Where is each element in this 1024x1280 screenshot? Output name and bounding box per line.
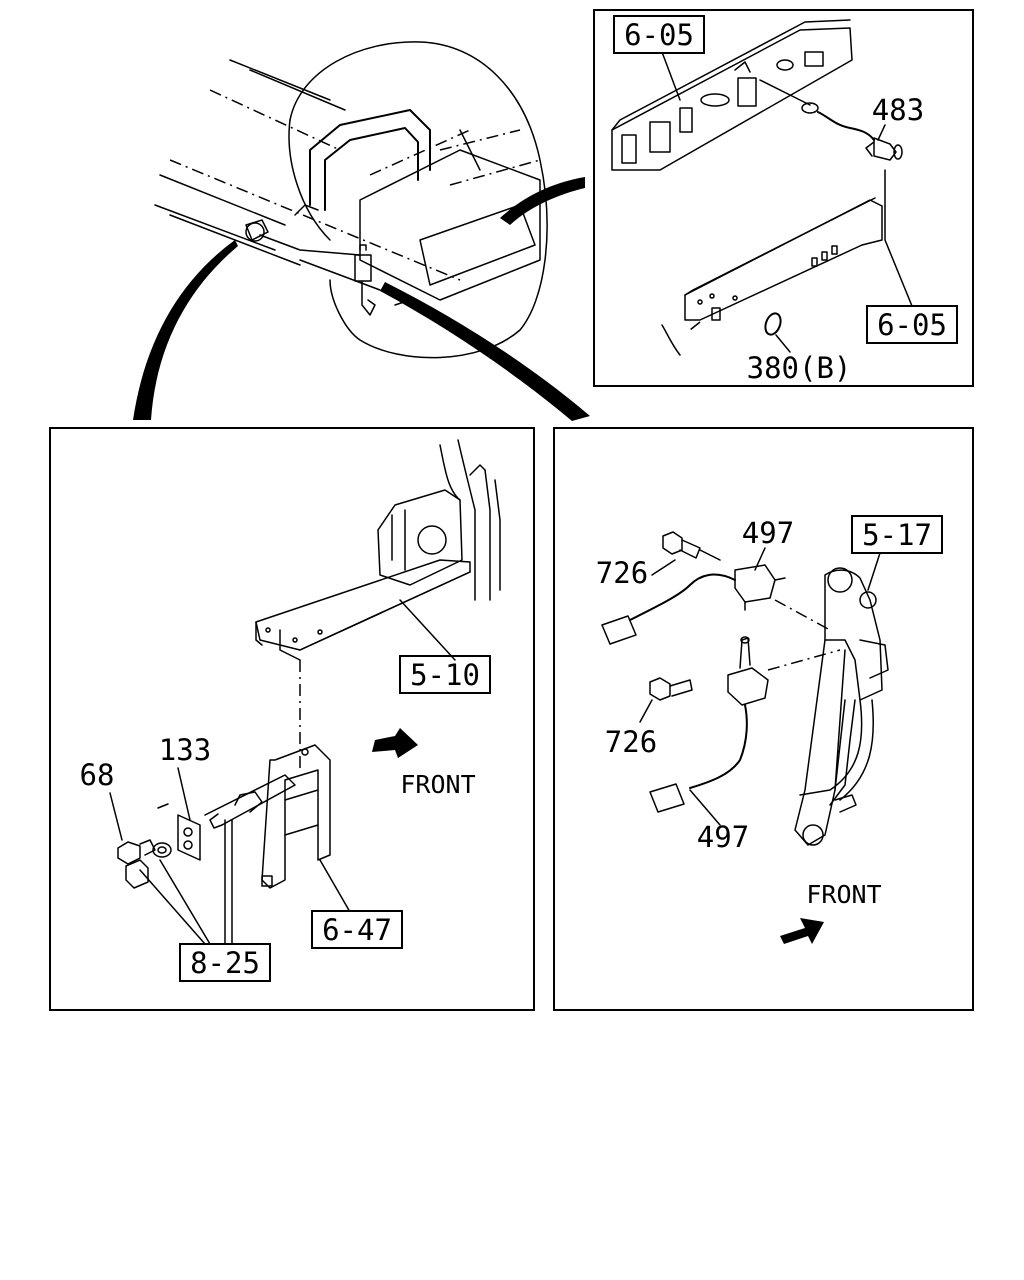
callout-ref-5-10-text: 5-10	[410, 658, 480, 692]
callout-ref-5-10: 5-10	[399, 655, 491, 694]
sensor-483-illustration	[759, 79, 903, 161]
leader-5-10	[399, 599, 456, 661]
front-arrow-left	[372, 728, 418, 758]
front-arrow-icon	[780, 918, 824, 944]
label-front-right: FRONT	[806, 880, 881, 909]
callout-ref-6-05-bottom-text: 6-05	[877, 308, 947, 342]
callout-ref-6-05-top-text: 6-05	[624, 18, 694, 52]
callout-part-497-bottom: 497	[697, 820, 749, 854]
callout-ref-6-47-text: 6-47	[322, 913, 392, 947]
leader-lines-bottom-right	[639, 547, 881, 826]
bolt-726-bottom-illustration	[649, 677, 693, 701]
label-front-left: FRONT	[400, 770, 475, 799]
frame-rail-illustration-top	[611, 19, 853, 171]
pedal-bracket-5-17-illustration	[794, 567, 889, 846]
leader-lines-bottom-left	[109, 767, 351, 945]
bolt-68-illustration	[117, 839, 156, 865]
callout-part-133: 133	[159, 733, 211, 767]
detail-leader-curves	[133, 177, 590, 421]
callout-ref-5-17: 5-17	[851, 515, 943, 554]
callout-ref-6-05-bottom: 6-05	[866, 305, 958, 344]
front-arrow-right	[780, 918, 824, 944]
bolt-726-top-illustration	[662, 531, 721, 561]
callout-part-380b: 380(B)	[747, 351, 852, 385]
detail-frame-bottom-left	[49, 427, 535, 1011]
frame-member-5-10-illustration	[255, 439, 501, 770]
callout-part-497-top: 497	[742, 516, 794, 550]
switch-assembly-illustration	[157, 774, 296, 861]
bolt-8-25-illustration	[125, 842, 172, 889]
callout-part-726-top: 726	[596, 556, 648, 590]
frame-rail-illustration-bottom	[661, 197, 883, 356]
callout-ref-8-25-text: 8-25	[190, 946, 260, 980]
cab-overview-illustration	[154, 41, 548, 359]
switch-497-top-illustration	[601, 564, 831, 645]
callout-part-726-bottom: 726	[605, 725, 657, 759]
callout-part-483: 483	[872, 93, 924, 127]
bracket-6-47-illustration	[261, 744, 331, 889]
callout-ref-6-47: 6-47	[311, 910, 403, 949]
callout-ref-8-25: 8-25	[179, 943, 271, 982]
callout-part-68: 68	[80, 758, 115, 792]
front-arrow-icon	[372, 728, 418, 758]
switch-497-bottom-illustration	[649, 636, 841, 813]
callout-ref-5-17-text: 5-17	[862, 518, 932, 552]
callout-ref-6-05-top: 6-05	[613, 15, 705, 54]
leader-lines-top-right	[661, 51, 913, 353]
